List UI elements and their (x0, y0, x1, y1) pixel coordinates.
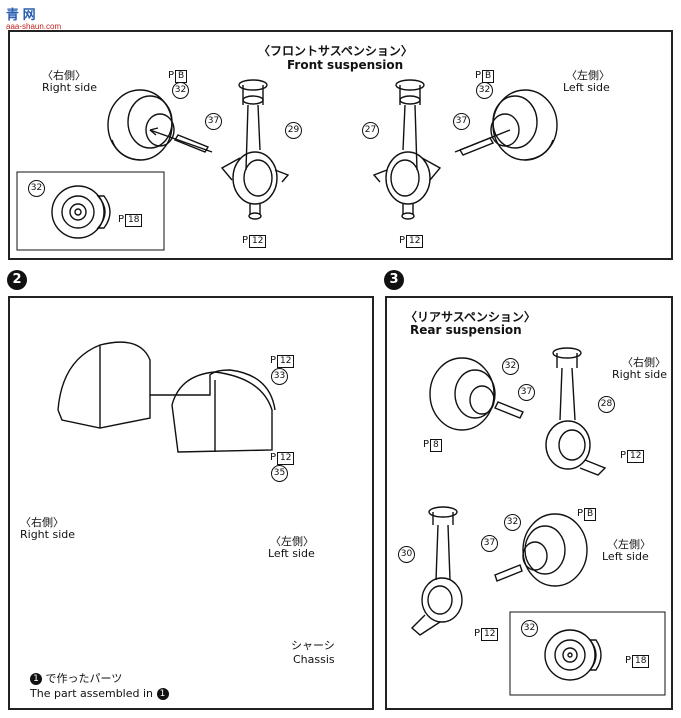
step3-ref-8-box: 8 (430, 439, 442, 452)
step2-right-side-jp: 〈右側〉 (20, 516, 64, 529)
step2-prefix: P (270, 355, 277, 366)
front-right-part-29: 29 (285, 122, 302, 139)
front-prefix-2: P (475, 70, 482, 81)
front-inset-part-32: 32 (28, 180, 45, 197)
front-left-side-en: Left side (563, 81, 610, 94)
front-right-part-37: 37 (205, 113, 222, 130)
step3-right-part-28: 28 (598, 396, 615, 413)
step-2-badge: 2 (7, 270, 27, 290)
step3-ref-12-box-2: 12 (481, 628, 499, 641)
front-inset-hub-drawing (51, 185, 111, 239)
front-title-en: Front suspension (287, 58, 404, 72)
front-right-hub-drawing (107, 89, 175, 161)
step3-ref-18-box: 18 (632, 655, 650, 668)
step3-ref-12-box: 12 (627, 450, 645, 463)
step3-prefix-5: P (625, 655, 632, 666)
step3-prefix-3: P (577, 508, 584, 519)
step3-prefix-4: P (474, 628, 481, 639)
front-suspension-panel (8, 30, 673, 260)
step2-left-side-jp: 〈左側〉 (270, 535, 314, 548)
step3-inset-part-32: 32 (521, 620, 538, 637)
step2-note-jp-text: で作ったパーツ (45, 672, 123, 685)
step-3-badge: 3 (384, 270, 404, 290)
step2-left-side-en: Left side (268, 547, 315, 560)
step3-left-side-en: Left side (602, 550, 649, 563)
front-right-side-en: Right side (42, 81, 97, 94)
step3-left-part-32: 32 (504, 514, 521, 531)
front-left-side-jp: 〈左側〉 (566, 69, 610, 82)
watermark-url: aaa-shaun.com (6, 22, 62, 31)
step2-ref-12-box-2: 12 (277, 452, 295, 465)
step3-ref-b-box: B (584, 508, 597, 521)
front-left-part-32: 32 (476, 82, 493, 99)
front-left-pin-drawing (454, 129, 511, 156)
step2-part-35: 35 (271, 465, 288, 482)
front-right-pin-drawing (149, 127, 213, 153)
front-right-side-jp: 〈右側〉 (42, 69, 86, 82)
step2-note-en: The part assembled in 1 (30, 688, 169, 700)
step2-ref-12-box: 12 (277, 355, 295, 368)
step2-part-33: 33 (271, 368, 288, 385)
front-prefix-5: P (118, 214, 125, 225)
step3-title-en: Rear suspension (410, 323, 522, 337)
step2-right-side-en: Right side (20, 528, 75, 541)
step2-note-step-icon-2: 1 (156, 688, 169, 700)
step2-chassis-en: Chassis (293, 653, 335, 666)
step3-left-part-30: 30 (398, 546, 415, 563)
step3-right-part-32: 32 (502, 358, 519, 375)
front-prefix: P (168, 70, 175, 81)
step2-prefix-2: P (270, 452, 277, 463)
front-prefix-4: P (399, 235, 406, 246)
step2-note-step-icon: 1 (30, 673, 42, 685)
watermark-logo: 青 网 (6, 7, 36, 22)
step3-right-part-37: 37 (518, 384, 535, 401)
front-left-knuckle-drawing (372, 79, 442, 220)
step2-chassis-jp: シャーシ (291, 639, 335, 652)
step2-note-jp: 1 で作ったパーツ (30, 673, 122, 685)
step3-prefix: P (423, 439, 430, 450)
step3-left-part-37: 37 (481, 535, 498, 552)
front-prefix-3: P (242, 235, 249, 246)
front-title-jp: 〈フロントサスペンション〉 (258, 44, 413, 58)
front-left-hub-drawing (490, 89, 558, 161)
front-left-part-27: 27 (362, 122, 379, 139)
step3-right-side-jp: 〈右側〉 (622, 356, 666, 369)
front-ref-12-box-2: 12 (406, 235, 424, 248)
front-right-knuckle-drawing (220, 79, 290, 220)
step3-title-jp: 〈リアサスペンション〉 (405, 310, 536, 324)
step3-right-side-en: Right side (612, 368, 667, 381)
step2-note-en-text: The part assembled in (30, 687, 154, 700)
front-ref-12-box: 12 (249, 235, 267, 248)
step3-prefix-2: P (620, 450, 627, 461)
step3-left-side-jp: 〈左側〉 (607, 538, 651, 551)
front-left-part-37: 37 (453, 113, 470, 130)
front-right-part-32: 32 (172, 82, 189, 99)
front-ref-18-box: 18 (125, 214, 143, 227)
